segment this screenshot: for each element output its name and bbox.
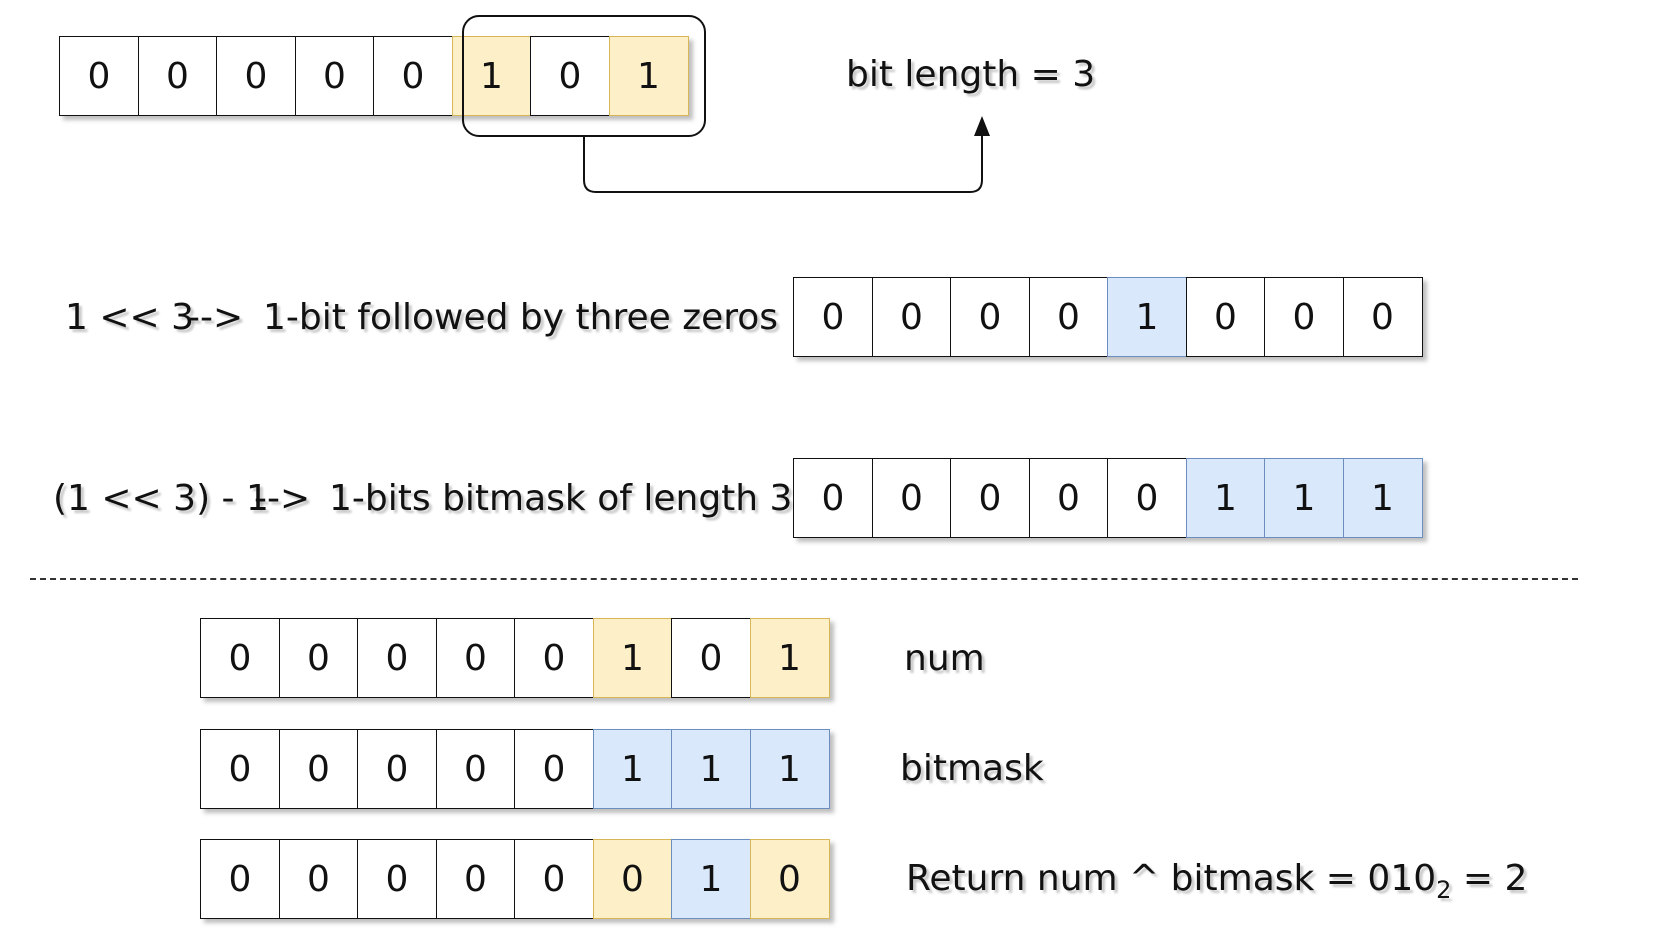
bit-cell-highlight: 0: [592, 839, 673, 919]
mask-arrow: -->: [254, 478, 311, 519]
bit-cell: 0: [950, 277, 1030, 357]
bit-cell-highlight: 1: [671, 839, 751, 919]
bit-cell-highlight: 1: [671, 729, 751, 809]
bit-cell: 0: [1264, 277, 1344, 357]
bit-cell-highlight: 0: [749, 839, 830, 919]
bit-cell: 0: [1342, 277, 1423, 357]
bit-cell: 0: [950, 458, 1030, 538]
bit-cell: 0: [294, 36, 375, 116]
result-label: Return num ^ bitmask = 0102 = 2: [906, 858, 1527, 904]
bit-cell: 0: [137, 36, 218, 116]
bit-cell-highlight: 1: [749, 729, 830, 809]
bit-cell: 0: [793, 277, 873, 357]
bit-cell: 0: [200, 839, 280, 919]
bit-cell-highlight: 1: [749, 618, 830, 698]
bitmask-label: bitmask: [900, 748, 1044, 789]
bit-cell-highlight: 1: [1264, 458, 1344, 538]
bit-cell: 0: [514, 729, 594, 809]
bit-cell: 0: [216, 36, 296, 116]
bit-cell-highlight: 1: [1107, 277, 1187, 357]
bit-cell: 0: [357, 729, 437, 809]
shift-expression: 1 << 3: [65, 297, 195, 338]
shift-description: 1-bit followed by three zeros: [263, 297, 779, 338]
bit-cell: 0: [793, 458, 873, 538]
bit-cell: 0: [435, 618, 516, 698]
bit-cell: 0: [514, 839, 594, 919]
mask-description: 1-bits bitmask of length 3: [329, 478, 793, 519]
bit-cell: 0: [1028, 458, 1109, 538]
bit-cell: 0: [530, 36, 610, 116]
result-label-main: Return num ^ bitmask = 010: [906, 858, 1437, 899]
bit-cell: 0: [357, 839, 437, 919]
bit-cell: 0: [514, 618, 594, 698]
bit-length-label: bit length = 3: [846, 54, 1096, 95]
bitmask-bit-row: 0 0 0 0 0 1 1 1: [200, 729, 830, 809]
bit-length-bracket: [462, 15, 706, 137]
bit-cell: 0: [373, 36, 453, 116]
bit-cell-highlight: 1: [592, 729, 673, 809]
bit-cell: 0: [200, 729, 280, 809]
bit-cell: 0: [671, 618, 751, 698]
result-label-subscript: 2: [1436, 876, 1452, 905]
bit-cell-highlight: 1: [1185, 458, 1266, 538]
result-bit-row: 0 0 0 0 0 0 1 0: [200, 839, 830, 919]
bit-cell: 0: [1185, 277, 1266, 357]
num-label: num: [904, 638, 985, 679]
section-divider: [30, 578, 1578, 580]
bit-cell: 0: [357, 618, 437, 698]
bit-cell: 0: [278, 729, 359, 809]
bit-cell-highlight: 1: [608, 36, 689, 116]
bit-cell: 0: [435, 729, 516, 809]
shift-arrow: -->: [187, 297, 244, 338]
bracket-connector: [583, 126, 983, 193]
top-bit-row: 0 0 0 0 0 1 0 1: [59, 36, 689, 116]
bit-cell: 0: [59, 36, 139, 116]
bit-cell: 0: [278, 618, 359, 698]
bit-cell: 0: [1107, 458, 1187, 538]
bit-cell: 0: [1028, 277, 1109, 357]
bit-cell: 0: [871, 277, 952, 357]
shift-bit-row: 0 0 0 0 1 0 0 0: [793, 277, 1423, 357]
bit-cell-highlight: 1: [1342, 458, 1423, 538]
num-bit-row: 0 0 0 0 0 1 0 1: [200, 618, 830, 698]
bit-cell: 0: [435, 839, 516, 919]
mask-bit-row: 0 0 0 0 0 1 1 1: [793, 458, 1423, 538]
result-label-tail: = 2: [1451, 858, 1528, 899]
bit-cell-highlight: 1: [592, 618, 673, 698]
mask-expression: (1 << 3) - 1: [53, 478, 269, 519]
bit-cell: 0: [278, 839, 359, 919]
arrow-head-icon: [974, 116, 990, 136]
bit-cell: 0: [871, 458, 952, 538]
bit-cell: 0: [200, 618, 280, 698]
